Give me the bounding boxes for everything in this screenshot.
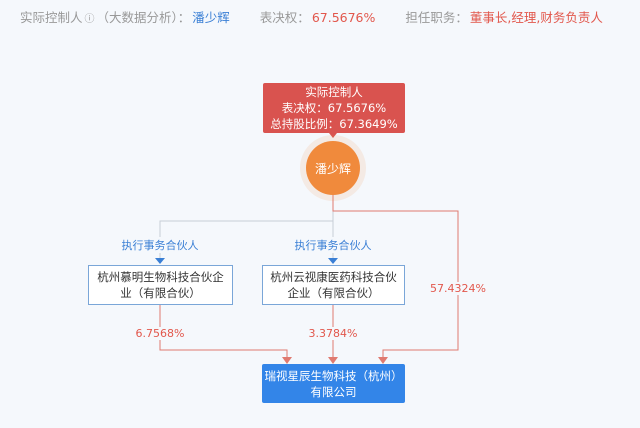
- person-node[interactable]: 潘少辉: [306, 141, 360, 195]
- arrow-target-2: [328, 357, 338, 364]
- controller-callout: 实际控制人 表决权：67.5676% 总持股比例：67.3649%: [263, 83, 405, 133]
- callout-pointer: [329, 133, 337, 138]
- controller-label: 实际控制人: [20, 10, 83, 25]
- link-direct: [332, 195, 459, 362]
- target-company-node[interactable]: 瑞视星辰生物科技（杭州）有限公司: [262, 364, 405, 403]
- arrow-target-3: [378, 357, 388, 364]
- percentage-middle: 3.3784%: [306, 327, 360, 340]
- percentage-left: 6.7568%: [133, 327, 187, 340]
- arrow-middle: [328, 258, 338, 264]
- source-label: （大数据分析）：: [96, 10, 191, 25]
- percentage-direct: 57.4324%: [428, 282, 488, 295]
- question-circle-icon[interactable]: ⓘ: [84, 14, 95, 25]
- arrow-target-1: [282, 357, 292, 364]
- callout-vote: 表决权：67.5676%: [281, 101, 387, 115]
- relation-label-left: 执行事务合伙人: [119, 237, 201, 253]
- partnership-node-middle[interactable]: 杭州云视康医药科技合伙企业（有限合伙）: [262, 265, 405, 305]
- relation-label-middle: 执行事务合伙人: [292, 237, 374, 253]
- vote-value: 67.5676%: [311, 10, 376, 25]
- partnership-node-left[interactable]: 杭州慕明生物科技合伙企业（有限合伙）: [88, 265, 233, 305]
- callout-title: 实际控制人: [305, 85, 363, 99]
- callout-holding: 总持股比例：67.3649%: [270, 117, 398, 131]
- position-label: 担任职务：: [405, 10, 468, 25]
- arrow-left: [155, 258, 165, 264]
- controller-name-link[interactable]: 潘少辉: [192, 10, 230, 25]
- vote-label: 表决权：: [259, 10, 310, 25]
- position-value: 董事长,经理,财务负责人: [469, 10, 603, 25]
